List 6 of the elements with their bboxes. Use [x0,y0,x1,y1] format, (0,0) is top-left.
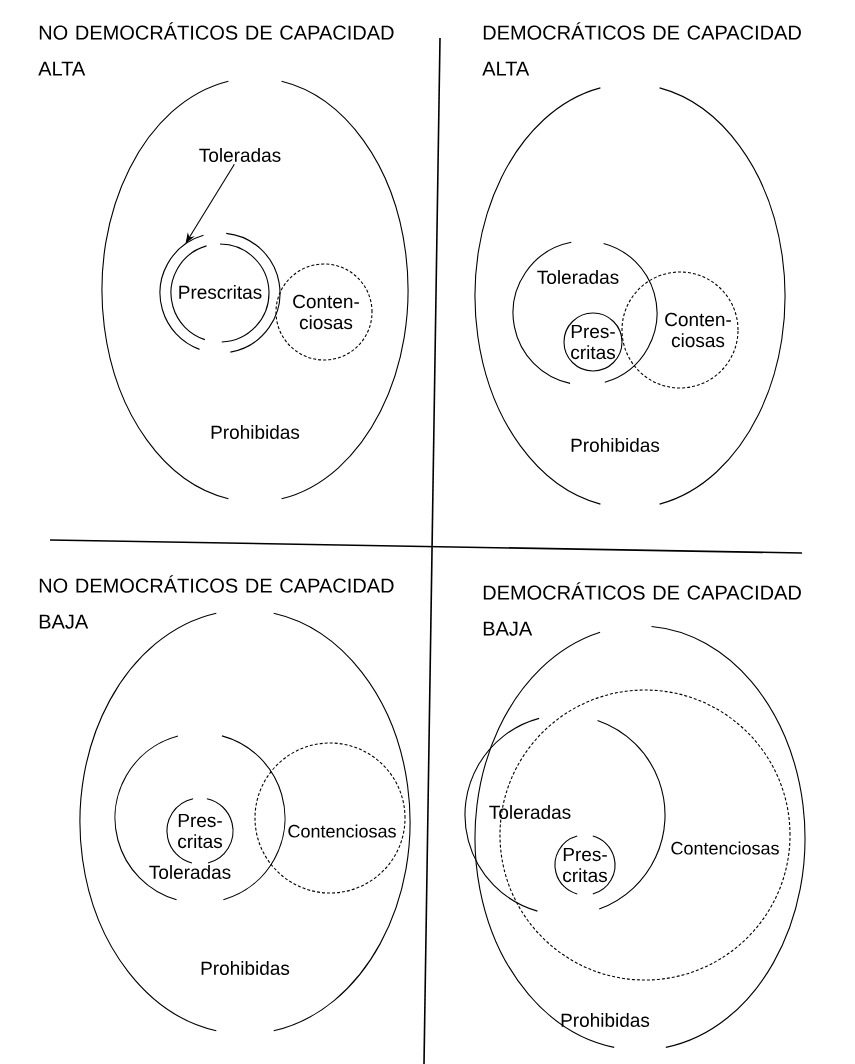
quadrant-heading: DEMOCRÁTICOS DE CAPACIDAD ALTA [482,22,801,76]
quadrant-heading: DEMOCRÁTICOS DE CAPACIDAD BAJA [483,582,801,636]
category-label: Toleradas [199,148,281,162]
quadrant-heading: NO DEMOCRÁTICOS DE CAPACIDAD BAJA [39,575,394,629]
category-ring [159,232,281,353]
quadrant-heading: NO DEMOCRÁTICOS DE CAPACIDAD ALTA [38,22,394,76]
